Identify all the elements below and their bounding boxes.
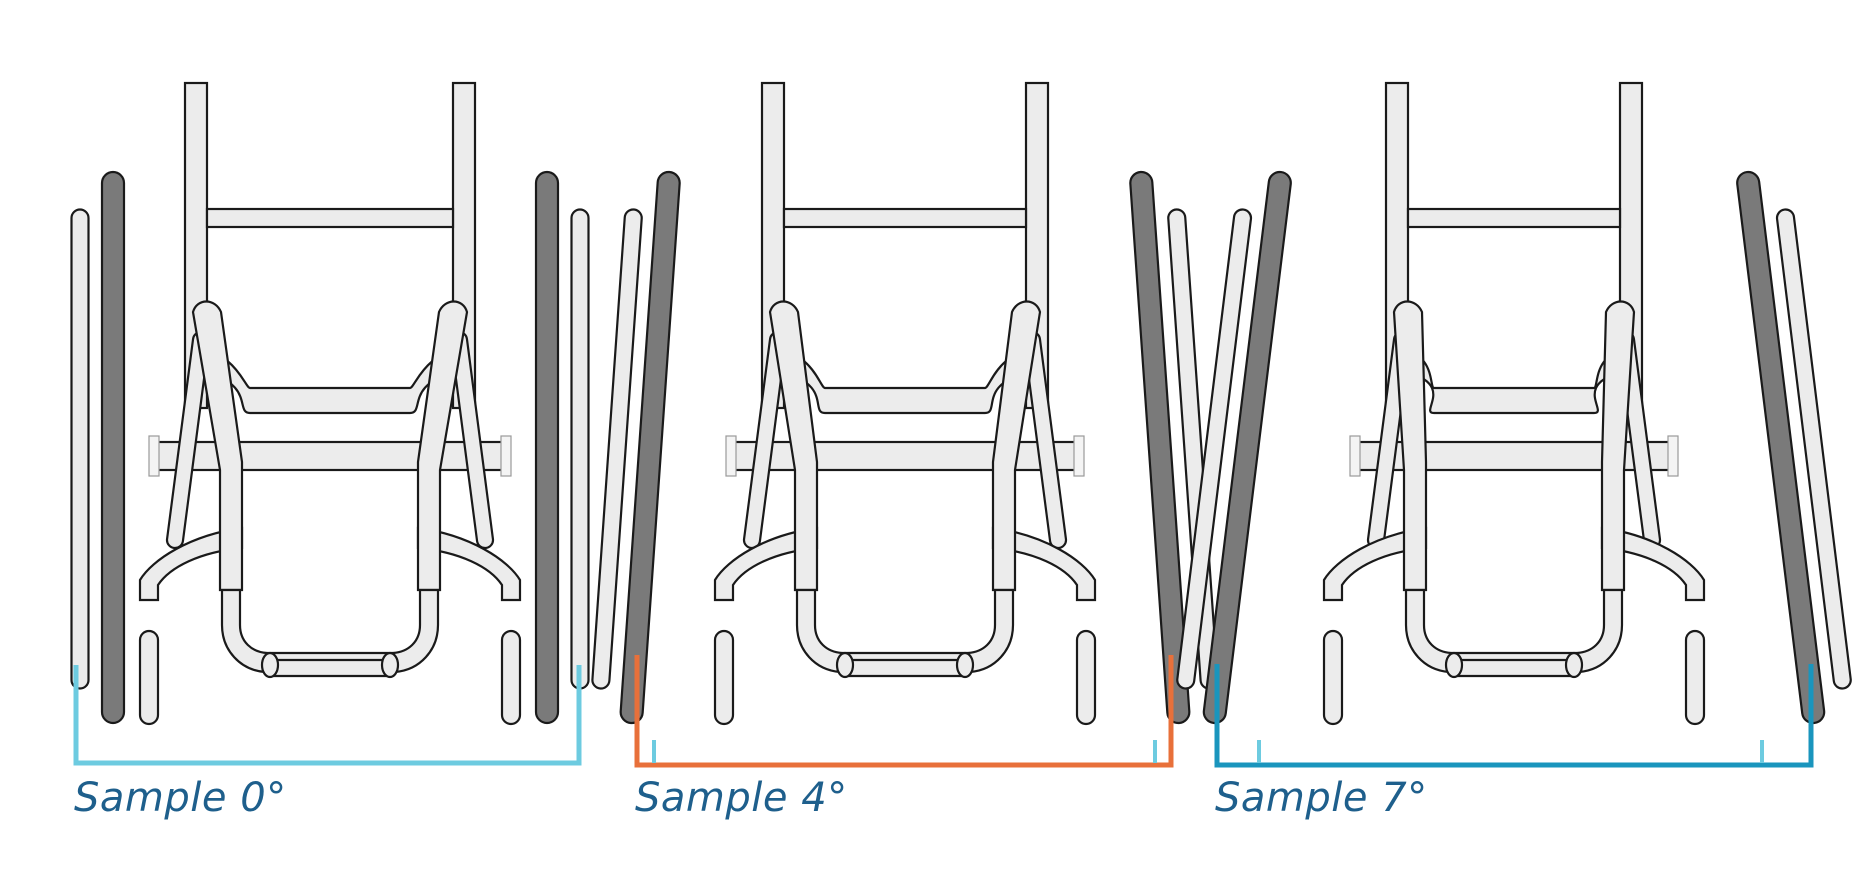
footrest-loop bbox=[795, 588, 1015, 674]
bracket-line bbox=[73, 665, 582, 766]
caster-wheel-right bbox=[1684, 629, 1706, 726]
wheelchair-sample-0 bbox=[70, 81, 590, 726]
footrest-plate bbox=[263, 658, 397, 678]
rear-wheel-left bbox=[100, 170, 126, 725]
width-bracket-sample-4 bbox=[634, 655, 1174, 768]
sample-label-0: Sample 0° bbox=[74, 775, 287, 821]
caster-fork-right bbox=[991, 526, 1097, 602]
footrest-clamp-left bbox=[1444, 651, 1464, 679]
width-bracket-sample-0 bbox=[73, 665, 582, 766]
axle-hub-right bbox=[500, 435, 512, 477]
caster-fork-left bbox=[713, 526, 819, 602]
rear-wheel-right bbox=[1129, 170, 1191, 725]
rear-wheel-right bbox=[1736, 170, 1826, 725]
sample-label-4: Sample 4° bbox=[635, 775, 848, 821]
axle-hub-right bbox=[1073, 435, 1085, 477]
chairs-layer bbox=[70, 81, 1852, 726]
rear-wheel-left bbox=[1202, 170, 1292, 725]
rear-wheel-left bbox=[619, 170, 681, 725]
footrest-plate bbox=[1447, 658, 1581, 678]
brackets-layer bbox=[73, 655, 1814, 768]
width-bracket-sample-7 bbox=[1214, 664, 1814, 768]
axle-tube bbox=[153, 440, 507, 472]
footrest-clamp-right bbox=[1564, 651, 1584, 679]
footrest-plate bbox=[838, 658, 972, 678]
wheelchair-sample-4 bbox=[591, 81, 1219, 726]
backrest-crossbar bbox=[782, 207, 1028, 229]
caster-fork-left bbox=[1322, 526, 1428, 602]
caster-fork-left bbox=[138, 526, 244, 602]
seat-sling bbox=[770, 348, 1040, 415]
axle-hub-right bbox=[1667, 435, 1679, 477]
caster-fork-right bbox=[416, 526, 522, 602]
axle-hub-left bbox=[148, 435, 160, 477]
caster-wheel-left bbox=[138, 629, 160, 726]
footrest-clamp-left bbox=[260, 651, 280, 679]
caster-wheel-left bbox=[1322, 629, 1344, 726]
bracket-line bbox=[634, 655, 1174, 768]
caster-wheel-right bbox=[1075, 629, 1097, 726]
rear-wheel-right bbox=[534, 170, 560, 725]
handrim-left bbox=[70, 208, 90, 690]
seat-sling bbox=[1394, 348, 1634, 415]
footrest-clamp-right bbox=[955, 651, 975, 679]
caster-wheel-left bbox=[713, 629, 735, 726]
caster-fork-right bbox=[1600, 526, 1706, 602]
wheelchair-sample-7 bbox=[1176, 81, 1852, 726]
handrim-right bbox=[1775, 208, 1852, 690]
footrest-loop bbox=[220, 588, 440, 674]
handrim-left bbox=[591, 208, 643, 690]
caster-wheel-right bbox=[500, 629, 522, 726]
backrest-crossbar bbox=[1406, 207, 1622, 229]
sample-label-7: Sample 7° bbox=[1215, 775, 1428, 821]
seat-sling bbox=[193, 348, 467, 415]
bracket-line bbox=[1214, 664, 1814, 768]
backrest-crossbar bbox=[205, 207, 455, 229]
axle-tube bbox=[730, 440, 1080, 472]
footrest-loop bbox=[1404, 588, 1624, 674]
axle-hub-left bbox=[1349, 435, 1361, 477]
handrim-left bbox=[1176, 208, 1253, 690]
handrim-right bbox=[570, 208, 590, 690]
axle-hub-left bbox=[725, 435, 737, 477]
footrest-clamp-right bbox=[380, 651, 400, 679]
footrest-clamp-left bbox=[835, 651, 855, 679]
